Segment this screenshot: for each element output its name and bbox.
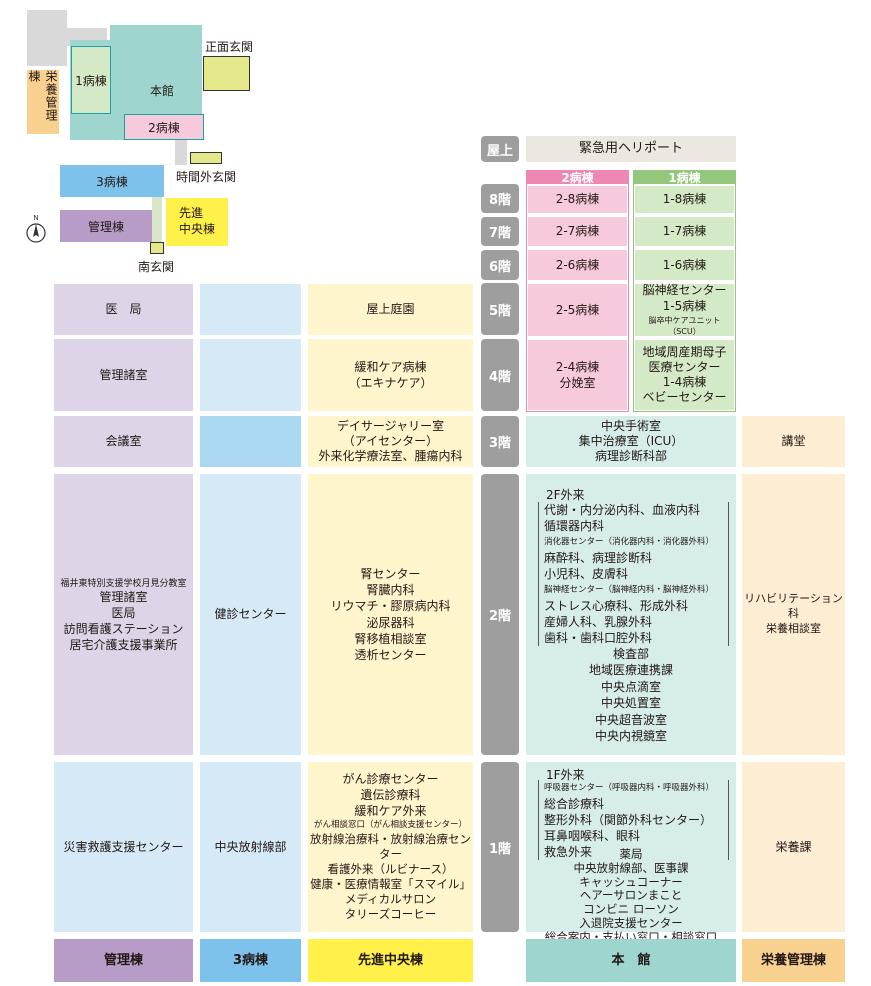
ward-1-8: 1-8病棟 [635,186,734,213]
outpatient-item: 消化器センター（消化器内科・消化器外科） [544,537,715,547]
admin-f4: 管理諸室 [54,339,193,411]
outpatient-item: 産婦人科、乳腺外科 [544,615,653,629]
map-main-building-label: 本館 [149,83,174,98]
ward-2-7: 2-7病棟 [528,217,627,246]
floor-label-roof: 屋上 [481,136,519,162]
floor-label-8f: 8階 [481,184,519,213]
map-south-entrance-label: 南玄関 [138,260,175,274]
map-main-entrance [203,56,250,91]
adv-footer: 先進中央棟 [308,939,473,982]
map-main-entrance-label: 正面玄関 [205,40,254,54]
ward1-header: 1病棟 [633,170,736,185]
map-ward1: 1病棟 [71,46,111,114]
adv-f5: 屋上庭園 [308,284,473,335]
outpatient-item: 呼吸器センター（呼吸器内科・呼吸器外科） [544,783,715,793]
map-ward3: 3病棟 [60,165,164,197]
adv-f1-b: がん相談窓口（がん相談支援センター） [313,820,467,831]
map-ward2: 2病棟 [124,114,204,140]
ward-2-4: 2-4病棟 分娩室 [528,340,627,410]
map-connector [175,140,187,165]
ward-1-7: 1-7病棟 [635,217,734,246]
heliport-cell: 緊急用ヘリポート [526,136,736,162]
nutr-f1: 栄養課 [742,762,845,932]
nutr-f2: リハビリテーション科 栄養相談室 [742,474,845,755]
map-connector [152,197,162,242]
main-f1-head: 1F外来 [546,768,585,782]
ward-2-6: 2-6病棟 [528,250,627,280]
ward-1-5-label: 脳神経センター 1-5病棟 [642,283,727,313]
map-admin: 管理棟 [60,210,152,242]
admin-f3: 会議室 [54,416,193,467]
admin-f5: 医 局 [54,284,193,335]
ward3-f2: 健診センター [200,474,301,755]
ward3-footer: 3病棟 [200,939,301,982]
main-f1-tail: 薬局 中央放射線部、医事課 キャッシュコーナー ヘアーサロンまこと コンビニ ロ… [544,847,718,944]
outpatient-item: ストレス心療科、形成外科 [544,599,689,613]
main-f1: 1F外来 呼吸器センター（呼吸器内科・呼吸器外科） 総合診療科整形外科（関節外科セ… [526,762,736,944]
ward2-header: 2病棟 [526,170,629,185]
ward3-f5 [200,284,301,335]
main-f1-outpatient-list: 呼吸器センター（呼吸器内科・呼吸器外科） 総合診療科整形外科（関節外科センター） 耳… [538,780,729,860]
ward-1-4: 地域周産期母子 医療センター 1-4病棟 ベビーセンター [635,340,734,410]
map-gray-block [27,10,67,66]
main-f2: 2F外来 代謝・内分泌内科、血液内科循環器内科消化器センター（消化器内科・消化器… [526,474,736,755]
floor-label-5f: 5階 [481,283,519,335]
ward3-f4 [200,339,301,411]
map-nutrition-label: 栄養管理棟 [27,70,58,122]
site-map: 本館 1病棟 2病棟 栄養管理棟 正面玄関 時間外玄関 3病棟 管理棟 先進 中… [0,0,300,280]
admin-f2-school: 福井東特別支援学校月見分教室 [60,578,187,589]
floor-label-1f: 1階 [481,762,519,932]
scu-label: 脳卒中ケアユニット（SCU） [648,315,721,336]
ward3-f1: 中央放射線部 [200,762,301,932]
ward-1-6: 1-6病棟 [635,250,734,280]
ward3-f3 [200,416,301,467]
map-south-entrance [150,242,164,254]
outpatient-item: 耳鼻咽喉科、眼科 [544,829,641,843]
admin-f1: 災害救護支援センター [54,762,193,932]
map-night-entrance [190,152,222,164]
floor-label-2f: 2階 [481,474,519,755]
outpatient-item: 総合診療科 [544,797,605,811]
outpatient-item: 小児科、皮膚科 [544,567,629,581]
map-advanced: 先進 中央棟 [166,198,228,246]
main-footer: 本 館 [526,939,736,982]
outpatient-item: 代謝・内分泌内科、血液内科 [544,503,701,517]
map-nutrition: 栄養管理棟 [27,70,59,134]
map-main-building [110,25,202,45]
ward-2-8: 2-8病棟 [528,186,627,213]
outpatient-item: 整形外科（関節外科センター） [544,813,713,827]
floor-label-3f: 3階 [481,416,519,467]
floor-label-7f: 7階 [481,217,519,246]
admin-footer: 管理棟 [54,939,193,982]
outpatient-item: 脳神経センター（脳神経内科・脳神経外科） [544,585,715,595]
floor-label-4f: 4階 [481,339,519,411]
adv-f4: 緩和ケア病棟 （エキナケア） [308,339,473,411]
adv-f1: がん診療センター 遺伝診療科 緩和ケア外来 がん相談窓口（がん相談支援センター）… [308,762,473,932]
map-night-entrance-label: 時間外玄関 [176,170,237,184]
main-f3: 中央手術室 集中治療室（ICU） 病理診断科部 [526,416,736,467]
nutr-footer: 栄養管理棟 [742,939,845,982]
outpatient-item: 歯科・歯科口腔外科 [544,631,653,645]
adv-f2: 腎センター 腎臓内科 リウマチ・膠原病内科 泌尿器科 腎移植相談室 透析センター [308,474,473,755]
admin-f2-list: 管理諸室 医局 訪問看護ステーション 居宅介護支援事業所 [63,589,184,653]
main-f2-tail: 検査部 地域医療連携課 中央点滴室 中央処置室 中央超音波室 中央内視鏡室 [588,647,673,744]
north-compass-icon: N [25,212,47,244]
ward-1-5: 脳神経センター 1-5病棟 脳卒中ケアユニット（SCU） [635,283,734,336]
main-f2-outpatient-list: 代謝・内分泌内科、血液内科循環器内科消化器センター（消化器内科・消化器外科） 麻酔… [538,502,729,646]
outpatient-item: 循環器内科 [544,519,605,533]
nutr-f3: 講堂 [742,416,845,467]
ward-2-5: 2-5病棟 [528,284,627,336]
adv-f3: デイサージャリー室 （アイセンター） 外来化学療法室、腫瘍内科 [308,416,473,467]
adv-f1-c: 放射線治療科・放射線治療センター 看護外来（ルビナース） 健康・医療情報室「スマ… [310,831,471,921]
outpatient-item: 救急外来 [544,845,593,859]
admin-f2: 福井東特別支援学校月見分教室 管理諸室 医局 訪問看護ステーション 居宅介護支援… [54,474,193,755]
svg-text:N: N [33,214,38,222]
main-f2-head: 2F外来 [546,488,585,502]
outpatient-item: 麻酔科、病理診断科 [544,551,653,565]
floor-label-6f: 6階 [481,250,519,280]
adv-f1-a: がん診療センター 遺伝診療科 緩和ケア外来 [342,772,439,818]
